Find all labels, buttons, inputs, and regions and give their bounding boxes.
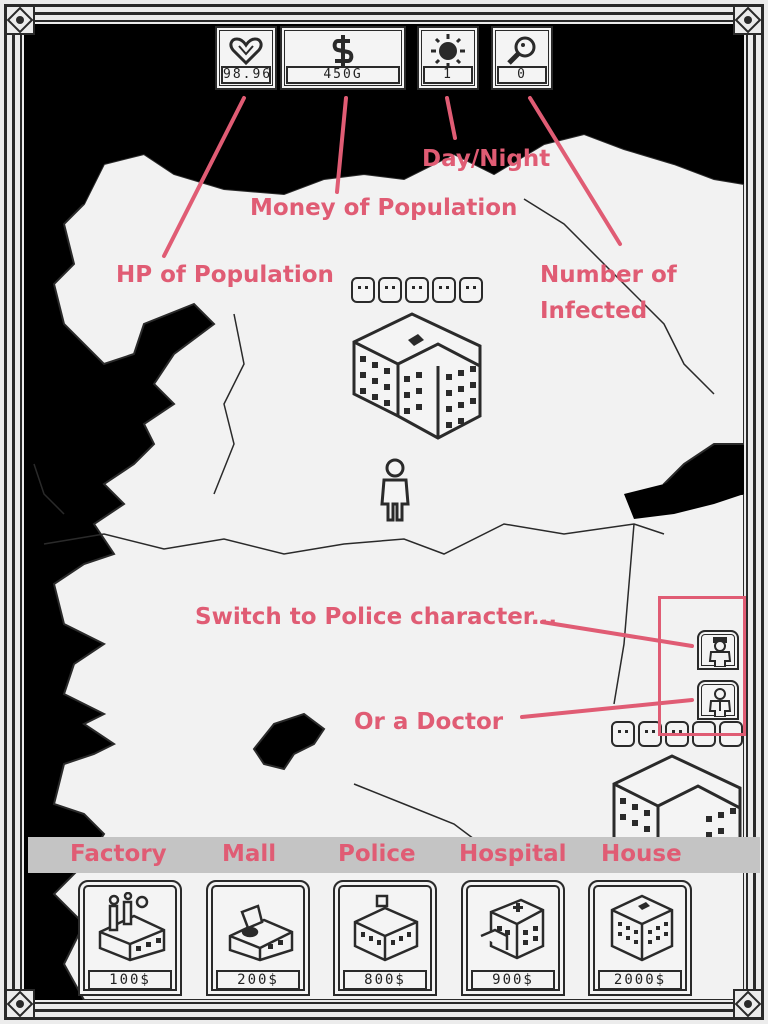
build-hospital-button[interactable]: 900$: [461, 880, 565, 996]
build-factory-button[interactable]: 100$: [78, 880, 182, 996]
build-police-button[interactable]: 800$: [333, 880, 437, 996]
money-value: 450G: [286, 66, 400, 84]
house-price: 2000$: [598, 970, 682, 990]
annotation-police: Switch to Police character...: [195, 604, 558, 630]
heart-icon: [229, 37, 263, 66]
build-mall-button[interactable]: 200$: [206, 880, 310, 996]
label-factory: Factory: [70, 841, 167, 867]
build-house-button[interactable]: 2000$: [588, 880, 692, 996]
hospital-price: 900$: [471, 970, 555, 990]
house-icon: [610, 894, 674, 962]
annotation-infected-line2: Infected: [540, 298, 648, 324]
character-switch-highlight: [658, 596, 746, 736]
annotation-infected-line1: Number of: [540, 262, 677, 288]
infected-stat: 0: [491, 26, 553, 90]
magnifier-icon: [507, 36, 536, 65]
annotation-day: Day/Night: [422, 146, 551, 172]
day-stat: 1: [417, 26, 479, 90]
apartment-building-icon: [611, 721, 743, 838]
dollar-icon: [332, 35, 354, 67]
label-hospital: Hospital: [459, 841, 567, 867]
hospital-icon: [480, 898, 545, 960]
annotation-money: Money of Population: [250, 195, 518, 221]
label-police: Police: [338, 841, 416, 867]
label-mall: Mall: [222, 841, 277, 867]
hp-stat: 98.96: [215, 26, 277, 90]
police-station-icon: [353, 894, 419, 962]
police-price: 800$: [343, 970, 427, 990]
label-house: House: [601, 841, 682, 867]
police-officer-icon: [708, 637, 732, 667]
police-character-button[interactable]: [697, 630, 739, 670]
corner-ornament-icon: [733, 5, 763, 35]
inner-frame: [12, 12, 756, 1012]
day-value: 1: [423, 66, 473, 84]
annotation-hp: HP of Population: [116, 262, 334, 288]
map-border: [20, 20, 748, 1004]
sun-icon: [431, 34, 465, 68]
factory-price: 100$: [88, 970, 172, 990]
city-building-bottom[interactable]: [608, 718, 744, 838]
city-building-top[interactable]: [348, 276, 488, 446]
corner-ornament-icon: [733, 989, 763, 1019]
infected-value: 0: [497, 66, 547, 84]
apartment-building-icon: [351, 277, 483, 440]
building-label-bar: Factory Mall Police Hospital House: [28, 837, 760, 873]
hp-value: 98.96: [221, 66, 273, 84]
corner-ornament-icon: [5, 5, 35, 35]
annotation-doctor: Or a Doctor: [354, 709, 504, 735]
doctor-character-button[interactable]: [697, 680, 739, 720]
corner-ornament-icon: [5, 989, 35, 1019]
money-stat: 450G: [280, 26, 406, 90]
mall-icon: [228, 904, 294, 962]
doctor-icon: [708, 688, 732, 717]
factory-icon: [98, 892, 166, 962]
mall-price: 200$: [216, 970, 300, 990]
citizen-sprite-icon[interactable]: [378, 458, 412, 524]
